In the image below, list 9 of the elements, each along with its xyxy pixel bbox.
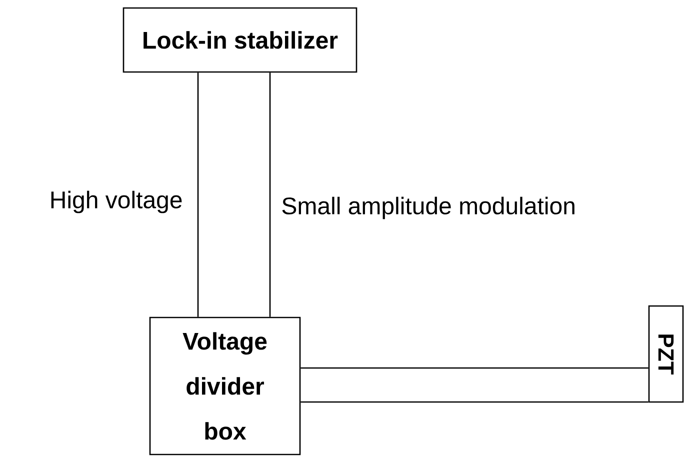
connector-line bbox=[197, 72, 199, 317]
box: Voltage divider box bbox=[149, 316, 301, 456]
box: Lock-in stabilizer bbox=[122, 7, 358, 73]
connector-line bbox=[269, 72, 271, 317]
connector-line bbox=[300, 401, 648, 403]
connector-line bbox=[300, 367, 648, 369]
edge-label: High voltage bbox=[48, 190, 184, 214]
edge-label: Small amplitude modulation bbox=[280, 196, 578, 220]
box: PZT bbox=[648, 305, 684, 403]
